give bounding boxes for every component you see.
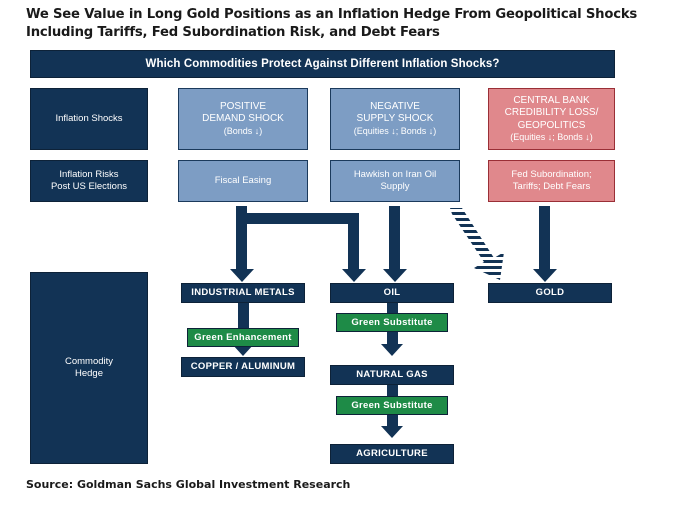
risk-box-fiscal-easing: Fiscal Easing xyxy=(178,160,308,202)
shock-sub: (Equities ↓; Bonds ↓) xyxy=(510,132,593,143)
row-label-hedge-line1: Commodity xyxy=(64,356,114,368)
chart-header-bar: Which Commodities Protect Against Differ… xyxy=(30,50,615,78)
green-tag-label: Green Enhancement xyxy=(194,331,292,343)
commodity-box-agriculture: AGRICULTURE xyxy=(330,444,454,464)
commodity-label: OIL xyxy=(383,287,401,299)
risk-line1: Hawkish on Iran Oil xyxy=(353,169,437,181)
page-title: We See Value in Long Gold Positions as a… xyxy=(26,7,638,40)
risk-line2: Supply xyxy=(380,181,410,192)
shock-box-central-bank-credibility: CENTRAL BANK CREDIBILITY LOSS/ GEOPOLITI… xyxy=(488,88,615,150)
arrow-stem-geopolitics-to-gold xyxy=(539,206,550,271)
arrow-branch-demand-horizontal xyxy=(247,213,359,224)
shock-line1: NEGATIVE xyxy=(370,100,420,112)
row-label-risks-line1: Inflation Risks xyxy=(59,169,119,181)
commodity-label: GOLD xyxy=(535,287,565,299)
row-label-inflation-risks: Inflation Risks Post US Elections xyxy=(30,160,148,202)
commodity-box-gold: GOLD xyxy=(488,283,612,303)
shock-line2: SUPPLY SHOCK xyxy=(356,113,434,125)
arrow-head-oil-left xyxy=(341,269,366,282)
commodity-box-industrial-metals: INDUSTRIAL METALS xyxy=(181,283,305,303)
arrow-head-oil-right xyxy=(382,269,407,282)
arrow-stem-demand-to-oil xyxy=(348,213,359,271)
commodity-box-copper-aluminum: COPPER / ALUMINUM xyxy=(181,357,305,377)
shock-line3: GEOPOLITICS xyxy=(517,119,586,131)
row-label-hedge-line2: Hedge xyxy=(75,368,103,379)
commodity-label: NATURAL GAS xyxy=(356,369,428,381)
risk-line2: Tariffs; Debt Fears xyxy=(512,181,591,192)
row-label-risks-line2: Post US Elections xyxy=(50,181,128,192)
commodity-box-natural-gas: NATURAL GAS xyxy=(330,365,454,385)
shock-sub: (Equities ↓; Bonds ↓) xyxy=(353,125,437,136)
shock-sub: (Bonds ↓) xyxy=(223,125,263,136)
arrow-head-gold xyxy=(532,269,557,282)
risk-box-hawkish-iran-oil: Hawkish on Iran Oil Supply xyxy=(330,160,460,202)
commodity-label: AGRICULTURE xyxy=(356,448,428,460)
risk-box-fed-subordination: Fed Subordination; Tariffs; Debt Fears xyxy=(488,160,615,202)
green-tag-label: Green Substitute xyxy=(351,399,433,411)
green-tag-substitute-2: Green Substitute xyxy=(336,396,448,415)
shock-box-negative-supply: NEGATIVE SUPPLY SHOCK (Equities ↓; Bonds… xyxy=(330,88,460,150)
shock-line2: CREDIBILITY LOSS/ xyxy=(504,107,599,119)
arrow-stem-supply-to-oil xyxy=(389,206,400,271)
arrow-head-metals xyxy=(229,269,254,282)
commodity-label: INDUSTRIAL METALS xyxy=(191,287,295,299)
commodity-label: COPPER / ALUMINUM xyxy=(190,361,296,373)
green-tag-label: Green Substitute xyxy=(351,316,433,328)
shock-box-positive-demand: POSITIVE DEMAND SHOCK (Bonds ↓) xyxy=(178,88,308,150)
green-tag-substitute-1: Green Substitute xyxy=(336,313,448,332)
arrow-head-copper xyxy=(232,344,254,356)
arrow-head-natural-gas xyxy=(381,344,403,356)
source-note: Source: Goldman Sachs Global Investment … xyxy=(26,478,351,491)
shock-line1: CENTRAL BANK xyxy=(513,94,590,106)
risk-label: Fiscal Easing xyxy=(214,175,272,187)
shock-line2: DEMAND SHOCK xyxy=(202,113,284,125)
arrow-head-agriculture xyxy=(381,426,403,438)
row-label-inflation-shocks-text: Inflation Shocks xyxy=(55,113,123,125)
risk-line1: Fed Subordination; xyxy=(511,169,592,181)
shock-line1: POSITIVE xyxy=(219,100,267,112)
row-label-inflation-shocks: Inflation Shocks xyxy=(30,88,148,150)
arrow-stem-demand-to-metals xyxy=(236,206,247,271)
arrow-diagonal-striped xyxy=(442,206,512,284)
row-label-commodity-hedge: Commodity Hedge xyxy=(30,272,148,464)
commodity-box-oil: OIL xyxy=(330,283,454,303)
green-tag-enhancement: Green Enhancement xyxy=(187,328,299,347)
arrow-stem-metals-to-copper xyxy=(237,303,249,346)
chart-header-label: Which Commodities Protect Against Differ… xyxy=(145,57,500,70)
